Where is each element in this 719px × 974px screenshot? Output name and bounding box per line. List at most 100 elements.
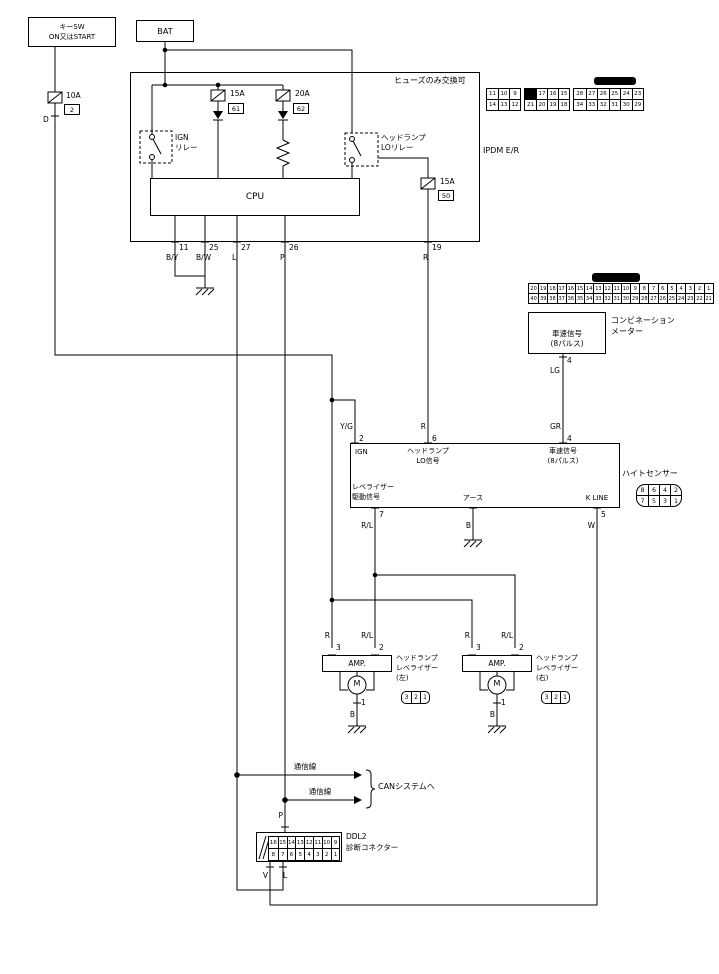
fuse-symbols [47, 89, 436, 190]
lo-relay-label-1: ヘッドランプ [381, 133, 426, 142]
headlamp-lo-relay-symbol [344, 132, 379, 167]
fuse-d-rating: 10A [66, 91, 81, 100]
left-leveler-name-1: ヘッドランプ [396, 654, 438, 662]
right-amp-label: AMP. [488, 659, 506, 668]
key-switch-label-2: ON又はSTART [48, 33, 96, 41]
junction-dots [162, 47, 378, 803]
sensor-drive-label-1: レベライザー [352, 483, 394, 491]
wire-color-p: P [280, 253, 285, 262]
ign-relay-symbol [139, 130, 173, 164]
fuse-62-number: 62 [293, 103, 309, 114]
wire-color-r: R [423, 253, 429, 262]
diode-symbols [213, 111, 288, 119]
meter-name-2: メーター [611, 327, 643, 336]
right-leveler-amp-box: AMP. [462, 655, 532, 672]
pin-27-number: 27 [241, 243, 251, 252]
sensor-speed-label-1: 車速信号 [549, 447, 577, 455]
wire-color-w: W [587, 521, 595, 530]
right-amp-pin-3: 3 [476, 643, 481, 652]
ipdm-box [130, 72, 480, 242]
right-leveler-name-1: ヘッドランプ [536, 654, 578, 662]
sensor-pin-4-number: 4 [567, 434, 572, 443]
wire-color-yg: Y/G [340, 422, 353, 431]
fuse-61-rating: 15A [230, 89, 245, 98]
sensor-pin-7-number: 7 [379, 510, 384, 519]
left-amp-color-b: B [349, 710, 355, 719]
ign-relay-label-2: リレー [175, 143, 198, 152]
ddl2-pin-v-label: V [262, 871, 268, 880]
right-amp-color-b: B [489, 710, 495, 719]
meter-name-1: コンビネーション [611, 316, 675, 325]
ddl2-name-1: DDL2 [346, 832, 367, 841]
left-amp-color-rl: R/L [361, 631, 373, 640]
right-amp-color-rl: R/L [501, 631, 513, 640]
ddl2-pin-p-label: P [278, 811, 283, 820]
connector-housing-silhouettes [592, 77, 640, 282]
coil-zigzag [275, 139, 291, 167]
pin-26-number: 26 [289, 243, 299, 252]
sensor-lo-label-2: LO信号 [416, 457, 440, 465]
battery-label: BAT [157, 26, 173, 36]
can-arrows [354, 771, 362, 804]
right-amp-color-r: R [464, 631, 470, 640]
pin-25-number: 25 [209, 243, 219, 252]
fuse-50-rating: 15A [440, 177, 455, 186]
can-brace [365, 769, 376, 809]
left-leveler-name-2: レベライザー [396, 664, 438, 672]
left-motor-letter: M [353, 679, 361, 688]
sensor-drive-label-2: 駆動信号 [352, 493, 380, 501]
wire-color-l: L [232, 253, 237, 262]
left-amp-label: AMP. [348, 659, 366, 668]
can-line-2-label: 通信線 [308, 787, 332, 796]
meter-pin-number: 4 [567, 356, 572, 365]
fuse-62-rating: 20A [295, 89, 310, 98]
left-amp-color-r: R [324, 631, 330, 640]
can-line-1-label: 通信線 [293, 762, 317, 771]
key-switch-box: キーSW ON又はSTART [28, 17, 116, 47]
left-amp-pin-2: 2 [379, 643, 384, 652]
fuse-61-number: 61 [228, 103, 244, 114]
right-amp-pin-1: 1 [501, 698, 506, 707]
fuse-50-number: 50 [438, 190, 454, 201]
left-amp-pin-3: 3 [336, 643, 341, 652]
sensor-pin-5-number: 5 [601, 510, 606, 519]
meter-signal-label-1: 車速信号 [552, 329, 582, 338]
sensor-kline-label: K LINE [585, 494, 609, 502]
sensor-ground-label: アース [462, 494, 484, 502]
wire-color-b: B [465, 521, 471, 530]
wire-color-by: B/Y [166, 253, 179, 262]
meter-signal-label-2: (8パルス) [550, 339, 584, 348]
combination-meter-box [528, 312, 606, 354]
ddl2-pin-l-label: L [282, 871, 287, 880]
pin-d-label: D [43, 115, 49, 124]
motor-symbols [347, 675, 507, 695]
ign-relay-label-1: IGN [175, 133, 189, 142]
wire-segments [54, 42, 598, 906]
sensor-pin-6-number: 6 [432, 434, 437, 443]
fuse-d-number: 2 [64, 104, 80, 115]
ipdm-name: IPDM E/R [483, 146, 520, 155]
wire-color-r2: R [420, 422, 426, 431]
wire-color-rl: R/L [361, 521, 373, 530]
right-amp-pin-2: 2 [519, 643, 524, 652]
cpu-label: CPU [245, 192, 265, 202]
wire-color-bw: B/W [196, 253, 212, 262]
right-leveler-name-2: レベライザー [536, 664, 578, 672]
can-destination-label: CANシステムへ [378, 782, 435, 791]
wire-color-lg: LG [550, 366, 560, 375]
pin-11-number: 11 [179, 243, 189, 252]
sensor-speed-label-2: (8パルス) [547, 457, 579, 465]
sensor-pin-2-number: 2 [359, 434, 364, 443]
wire-color-gr: GR [549, 422, 561, 431]
height-sensor-box [350, 443, 620, 508]
ipdm-note: ヒューズのみ交換可 [394, 76, 466, 85]
battery-box: BAT [136, 20, 194, 42]
ddl2-connector-box [256, 832, 342, 862]
